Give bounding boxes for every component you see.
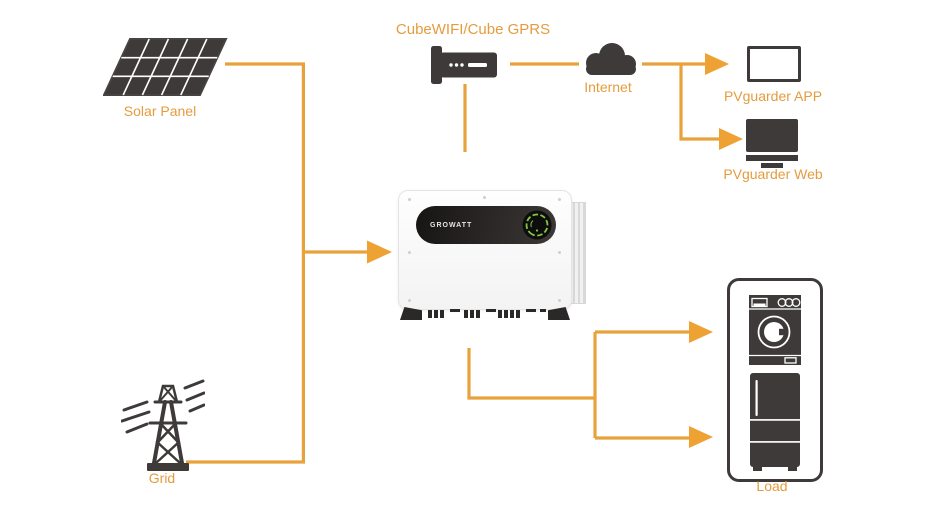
inverter-image: GROWATT	[398, 190, 588, 324]
datalogger-icon	[431, 46, 497, 84]
arrowhead-into-load-top	[689, 321, 713, 343]
internet-label: Internet	[584, 79, 632, 95]
wire-cloud-to-web	[679, 64, 720, 141]
load-label: Load	[756, 478, 788, 494]
load-box	[727, 278, 823, 482]
wire-solar-grid-trunk	[186, 62, 305, 464]
inverter-display-gauge	[522, 210, 552, 240]
inverter-body: GROWATT	[398, 190, 572, 310]
web-monitor-icon	[746, 119, 798, 168]
fridge-icon	[750, 373, 800, 471]
inverter-mount-left	[400, 307, 422, 320]
grid-label: Grid	[148, 470, 176, 486]
inverter-mount-right	[548, 307, 570, 320]
datalogger-label: CubeWIFI/Cube GPRS	[395, 21, 551, 38]
grid-tower-icon	[121, 379, 205, 471]
growatt-logo: GROWATT	[430, 222, 473, 229]
inverter-heatsink	[568, 202, 586, 304]
app-screen-icon	[747, 46, 801, 82]
arrowhead-into-inverter	[367, 240, 392, 264]
arrowhead-into-load-bottom	[689, 426, 713, 448]
arrowhead-into-app	[705, 53, 729, 75]
arrowhead-into-web	[719, 128, 743, 150]
pvguarder-app-label: PVguarder APP	[723, 88, 823, 104]
solar-panel-icon	[103, 38, 228, 96]
inverter-front-panel: GROWATT	[416, 206, 556, 244]
wire-inverter-to-load-split	[467, 330, 690, 440]
cloud-icon	[586, 43, 636, 75]
solar-panel-label: Solar Panel	[123, 103, 197, 119]
washing-machine-icon	[749, 295, 801, 365]
pvguarder-web-label: PVguarder Web	[723, 166, 823, 182]
